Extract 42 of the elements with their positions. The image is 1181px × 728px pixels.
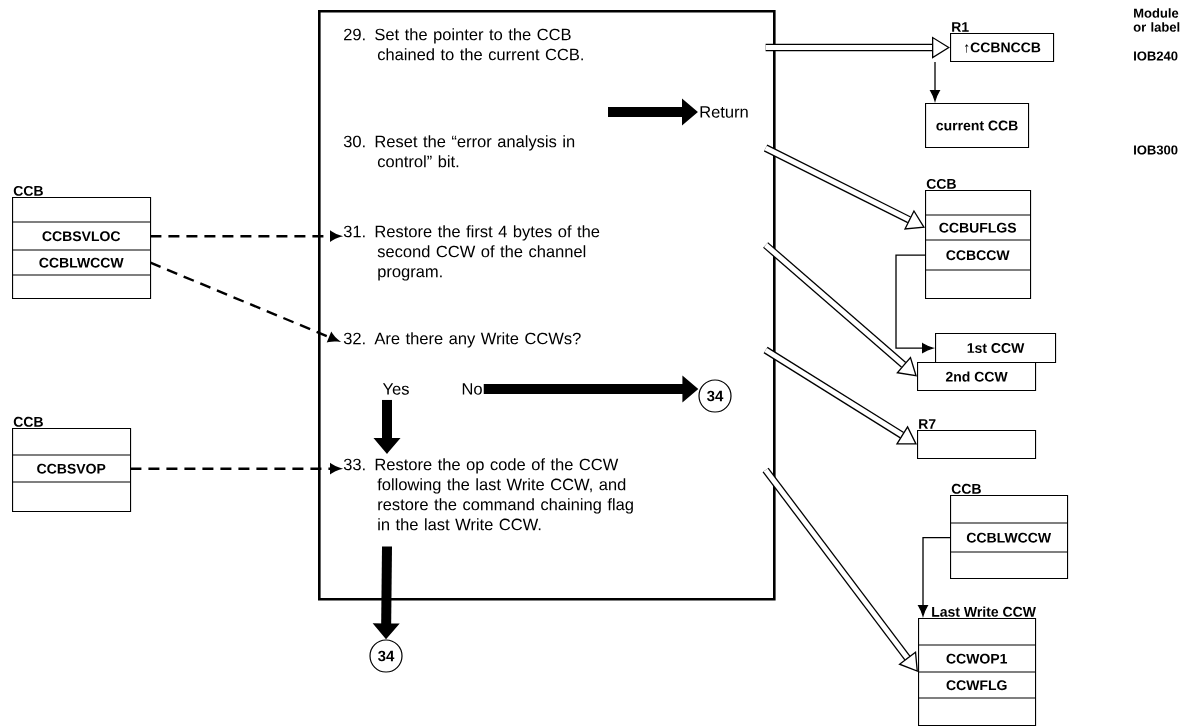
step-text: 31. Restore the first 4 bytes of the second CCW of the channel program. (343, 225, 600, 281)
node-label: CCB (13, 416, 43, 427)
step-text: 33. Restore the op code of the CCW following the last Write CCW, and restore the command chaining flag in the last Write CCW. (343, 458, 633, 531)
table-field: CCBLWCCW (966, 532, 1052, 543)
table-field: CCBUFLGS (939, 222, 1017, 233)
table-field: CCBSVLOC (42, 231, 121, 242)
dashed-arrow (130, 463, 341, 474)
dashed-arrow (149, 261, 339, 343)
exit-label: Return (700, 106, 748, 118)
pointer-arrow (930, 61, 940, 102)
module-label: IOB240 (1134, 51, 1178, 61)
branch-label: Yes (382, 383, 409, 395)
process-box (318, 10, 776, 601)
node-label: CCB (951, 483, 981, 494)
step-text: 30. Reset the “error analysis in control” bit. (343, 135, 575, 168)
node-label: CCB (926, 178, 956, 189)
node-label: R1 (952, 22, 969, 32)
dashed-arrow (150, 231, 341, 242)
step-text: 32. Are there any Write CCWs? (343, 332, 581, 348)
hollow-arrow (765, 36, 950, 59)
module-label: IOB300 (1134, 145, 1178, 155)
table-field: CCBCCW (946, 250, 1010, 261)
register-box: R1 ↑CCBNCCB (950, 22, 1055, 63)
ccw-box: 1st CCW (935, 333, 1057, 364)
pointer-arrow (895, 254, 934, 353)
table-field: CCWOP1 (946, 653, 1008, 664)
pointer-arrow (918, 537, 951, 617)
hollow-arrow (763, 242, 917, 377)
node-label: R7 (919, 419, 936, 429)
table-field: CCBSVOP (37, 463, 106, 474)
branch-label: No (462, 383, 482, 395)
column-heading: Module or label (1133, 8, 1180, 32)
step-text: 29. Set the pointer to the CCB chained to the current CCB. (344, 28, 583, 61)
node-label: CCB (13, 185, 43, 196)
hollow-arrow (763, 144, 925, 230)
node-label: Last Write CCW (932, 606, 1036, 617)
storage-box: current CCB (925, 103, 1030, 149)
table-field: CCWFLG (946, 680, 1007, 691)
register-box: R7 (917, 419, 1037, 460)
ccw-box: 2nd CCW (917, 362, 1037, 392)
hollow-arrow (763, 346, 917, 445)
table-field: CCBLWCCW (39, 257, 124, 268)
